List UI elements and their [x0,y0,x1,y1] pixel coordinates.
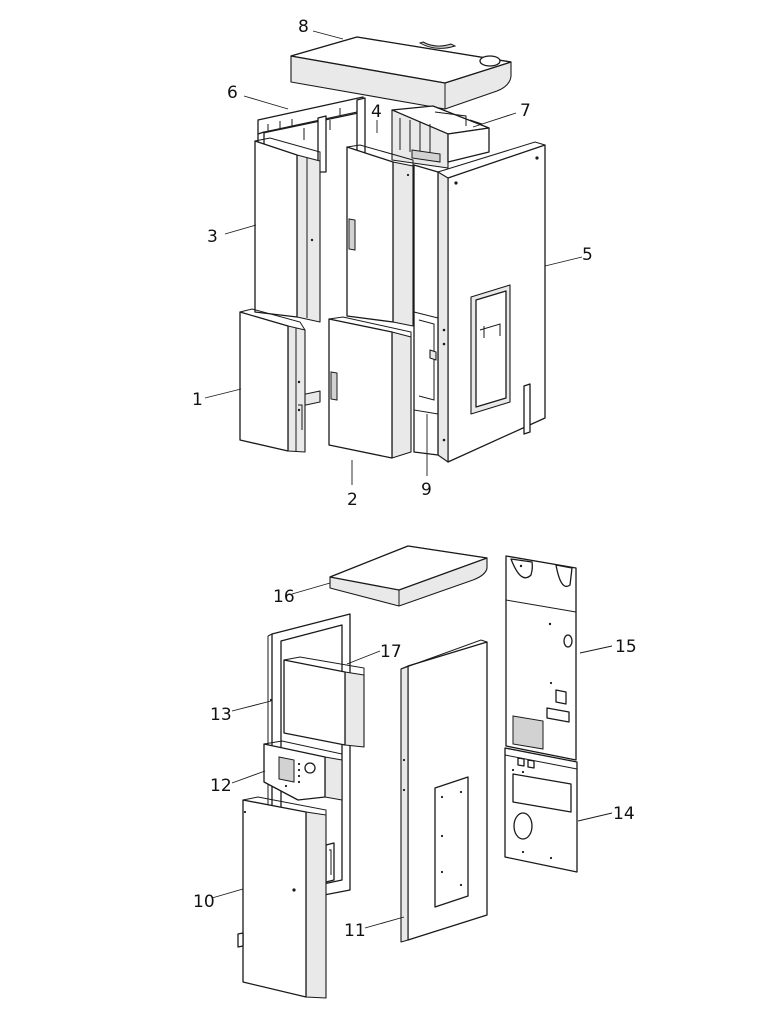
callout-7: 7 [520,101,531,121]
part-5-side-panel [437,141,546,463]
part-12-control-panel [263,740,343,801]
part-10-front-door [237,796,327,999]
callout-16: 16 [273,587,295,607]
callouts-bottom: 16 17 15 13 12 14 10 11 [193,582,637,941]
part-14-rear-panel-lower [504,747,578,873]
part-1-lower-left-door [239,308,306,453]
callout-3: 3 [207,227,218,247]
callout-6: 6 [227,83,238,103]
callout-5: 5 [582,245,593,265]
part-11-side-panel [400,639,488,943]
callout-2: 2 [347,490,358,510]
callout-17: 17 [380,642,402,662]
callout-13: 13 [210,705,232,725]
part-4-upper-middle-door [346,144,414,327]
part-17-upper-front-panel [283,656,365,748]
callout-8: 8 [298,17,309,37]
callout-10: 10 [193,892,215,912]
callout-15: 15 [615,637,637,657]
part-2-lower-middle-door [328,316,412,459]
part-15-rear-panel-upper [505,555,577,761]
callout-12: 12 [210,776,232,796]
part-8-top-cover [290,36,512,110]
callout-9: 9 [421,480,432,500]
part-6-rear-frame [257,96,366,173]
callout-11: 11 [344,921,366,941]
callout-1: 1 [192,390,203,410]
part-7-bracket [391,105,490,169]
callouts-top: 8 6 4 7 3 5 1 2 9 [192,17,593,510]
part-3-upper-left-door [254,137,321,323]
part-16-top-cover [329,545,488,607]
part-4-9-center-frame [300,164,439,456]
callout-4: 4 [371,102,382,122]
callout-14: 14 [613,804,635,824]
